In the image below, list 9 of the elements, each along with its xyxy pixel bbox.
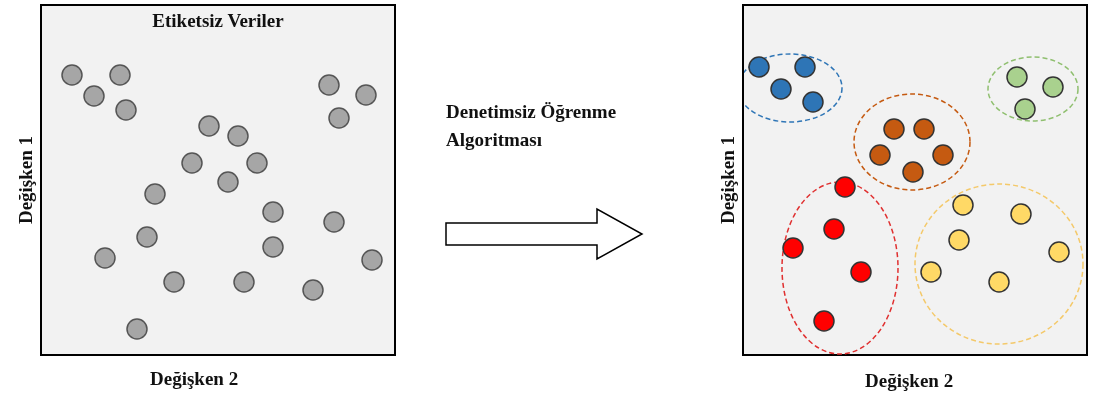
block-arrow [445,207,644,261]
plot-panel [40,4,396,356]
panel-title: Etiketsiz Veriler [151,10,285,32]
axis-label: Değişken 2 [865,370,954,392]
plot-panel [742,4,1088,356]
axis-label: Değişken 1 [717,135,739,225]
axis-label: Değişken 2 [150,368,239,390]
edge-label: Denetimsiz Öğrenme Algoritması [446,100,618,152]
axis-label: Değişken 1 [15,135,37,225]
